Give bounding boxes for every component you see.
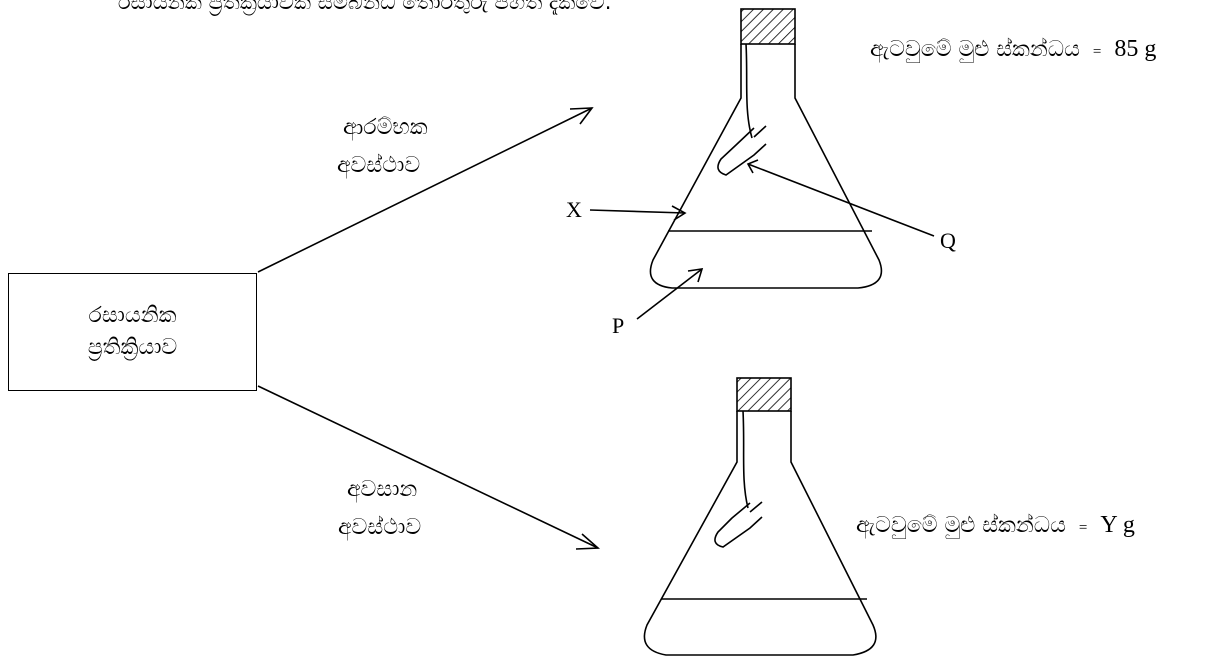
initial-mass-label: ඇටවුමේ මුළු ස්කන්ධය [870, 37, 1080, 62]
box-line-2: ප්‍රතික්‍රියාව [87, 335, 178, 360]
final-state-line-1: අවසාන [347, 477, 418, 502]
arrow-to-initial [257, 107, 594, 273]
label-q: Q [940, 228, 956, 253]
label-x: X [566, 197, 582, 222]
final-state-line-2: අවස්ථාව [338, 515, 422, 540]
final-mass-value: Y g [1100, 512, 1135, 538]
test-tube-final [714, 501, 763, 548]
stopper-final [736, 377, 792, 412]
initial-mass-text: ඇටවුමේ මුළු ස්කන්ධය = 85 g [870, 35, 1156, 64]
flask-outline-final [643, 411, 877, 656]
stopper-initial [740, 8, 796, 45]
final-mass-eq: = [1078, 520, 1088, 536]
test-tube-initial [717, 125, 767, 176]
box-line-1: රසායනික [88, 303, 177, 329]
flask-outline-initial [649, 44, 883, 289]
thread-final [742, 410, 749, 509]
final-mass-text: ඇටවුමේ මුළු ස්කන්ධය = Y g [856, 511, 1135, 540]
heading-text: රසායනික ප්‍රතික්‍රියාවක් සම්බන්ධ තොරතුරු… [118, 0, 612, 14]
flask-final [643, 377, 877, 656]
label-p: P [612, 313, 625, 338]
initial-state-line-2: අවස්ථාව [337, 153, 421, 178]
flask-initial [649, 8, 883, 289]
initial-mass-eq: = [1092, 44, 1102, 60]
chemical-reaction-box: රසායනික ප්‍රතික්‍රියාව [8, 273, 257, 391]
arrow-to-final [257, 385, 601, 550]
final-mass-label: ඇටවුමේ මුළු ස්කන්ධය [856, 513, 1066, 538]
initial-state-line-1: ආරම්භක [343, 115, 428, 140]
pointer-x [589, 205, 687, 221]
thread-initial [745, 43, 753, 139]
initial-mass-value: 85 g [1114, 36, 1157, 62]
pointers [589, 159, 935, 320]
pointer-q [746, 159, 935, 237]
pointer-p [636, 268, 704, 320]
